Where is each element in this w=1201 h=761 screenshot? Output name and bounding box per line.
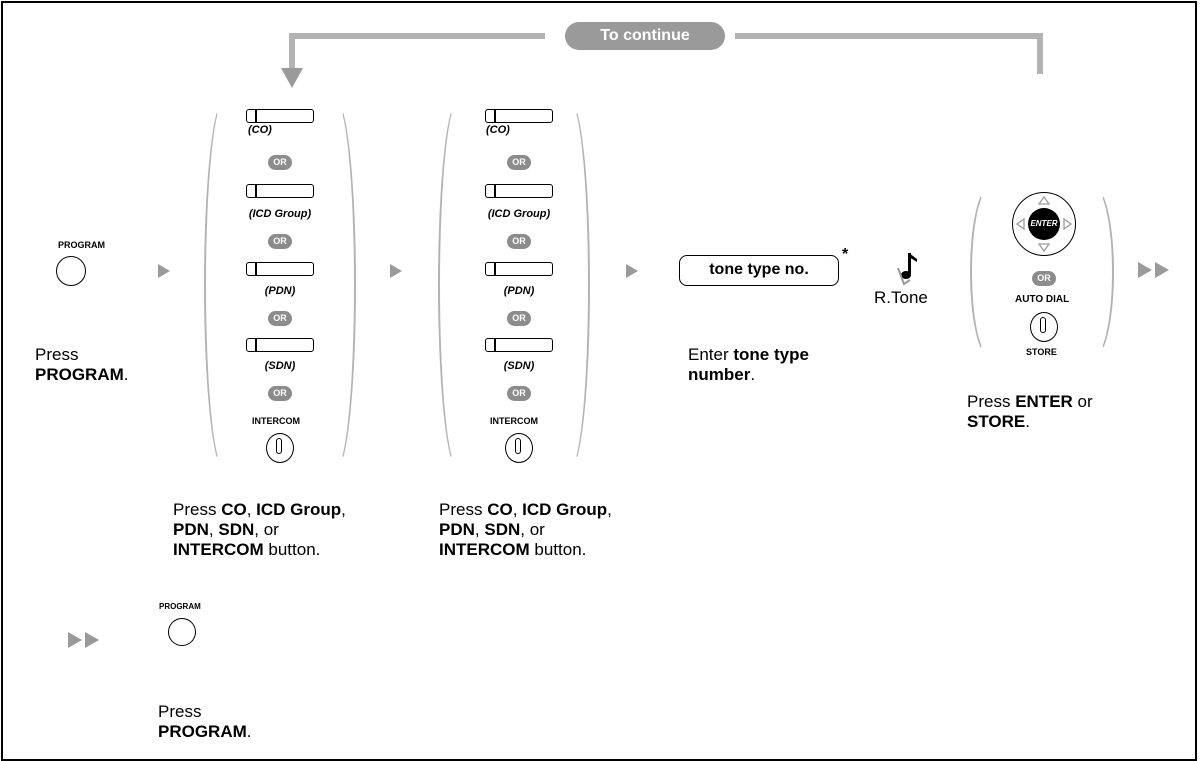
continue-loop-arrow xyxy=(281,33,1043,88)
or-badge: OR xyxy=(507,234,531,249)
program-button-label-final: PROGRAM xyxy=(159,602,201,611)
or-badge: OR xyxy=(268,311,292,326)
bracket-left-3 xyxy=(970,186,1010,358)
arrow-right-2 xyxy=(390,264,402,278)
musical-note-icon xyxy=(897,253,917,286)
store-label: STORE xyxy=(1026,347,1057,357)
continue-next-arrow xyxy=(1138,262,1169,278)
intercom-button-2[interactable] xyxy=(505,433,533,463)
program-button-label: PROGRAM xyxy=(58,240,105,250)
sdn-button-1[interactable] xyxy=(246,338,314,352)
tone-type-label: tone type no. xyxy=(709,261,809,278)
or-badge: OR xyxy=(507,386,531,401)
arrow-right-3 xyxy=(626,264,638,278)
auto-dial-label: AUTO DIAL xyxy=(1015,294,1070,305)
bracket-left-2 xyxy=(438,100,478,470)
store-button[interactable] xyxy=(1030,312,1058,342)
pdn-button-1[interactable] xyxy=(246,262,314,276)
step2-description-1: Press CO, ICD Group, PDN, SDN, or INTERC… xyxy=(173,500,346,559)
or-badge: OR xyxy=(268,155,292,170)
final-description: Press PROGRAM. xyxy=(158,702,252,741)
intercom-label-1: INTERCOM xyxy=(252,416,300,426)
co-button-1[interactable] xyxy=(246,109,314,123)
enter-key-label: ENTER xyxy=(1030,219,1058,228)
bracket-right-1 xyxy=(316,100,356,470)
or-badge: OR xyxy=(507,155,531,170)
tone-description: Enter tone type number. xyxy=(688,345,809,384)
or-badge: OR xyxy=(268,386,292,401)
navigator-key[interactable]: ENTER xyxy=(1012,192,1076,256)
navigator-arrows-icon xyxy=(1015,195,1073,253)
program-button-final[interactable] xyxy=(168,618,196,646)
co-caption-2: (CO) xyxy=(486,124,510,136)
icd-group-caption-2: (ICD Group) xyxy=(487,208,551,220)
or-badge: OR xyxy=(268,234,292,249)
tone-asterisk: * xyxy=(842,246,849,263)
or-badge: OR xyxy=(507,311,531,326)
bracket-left-1 xyxy=(204,100,244,470)
tone-type-key[interactable]: tone type no. xyxy=(679,255,839,286)
to-continue-label: To continue xyxy=(600,27,690,44)
icd-group-button-2[interactable] xyxy=(485,184,553,198)
enter-key[interactable]: ENTER xyxy=(1028,208,1060,240)
pdn-caption-1: (PDN) xyxy=(264,285,296,297)
arrow-right-1 xyxy=(158,264,170,278)
continue-from-arrow xyxy=(68,632,99,648)
intercom-label-2: INTERCOM xyxy=(490,416,538,426)
step1-description: Press PROGRAM. xyxy=(35,345,129,384)
sdn-caption-2: (SDN) xyxy=(503,360,535,372)
bracket-right-2 xyxy=(550,100,590,470)
to-continue-badge: To continue xyxy=(565,22,725,50)
sdn-caption-1: (SDN) xyxy=(264,360,296,372)
sdn-button-2[interactable] xyxy=(485,338,553,352)
pdn-caption-2: (PDN) xyxy=(503,285,535,297)
bracket-right-3 xyxy=(1074,186,1114,358)
pdn-button-2[interactable] xyxy=(485,262,553,276)
rtone-label: R.Tone xyxy=(874,288,928,307)
icd-group-caption-1: (ICD Group) xyxy=(248,208,312,220)
step2-description-2: Press CO, ICD Group, PDN, SDN, or INTERC… xyxy=(439,500,612,559)
co-caption-1: (CO) xyxy=(248,124,272,136)
enter-description: Press ENTER or STORE. xyxy=(967,392,1093,431)
or-badge: OR xyxy=(1032,271,1056,286)
program-button[interactable] xyxy=(56,256,86,286)
icd-group-button-1[interactable] xyxy=(246,184,314,198)
co-button-2[interactable] xyxy=(485,109,553,123)
intercom-button-1[interactable] xyxy=(266,433,294,463)
